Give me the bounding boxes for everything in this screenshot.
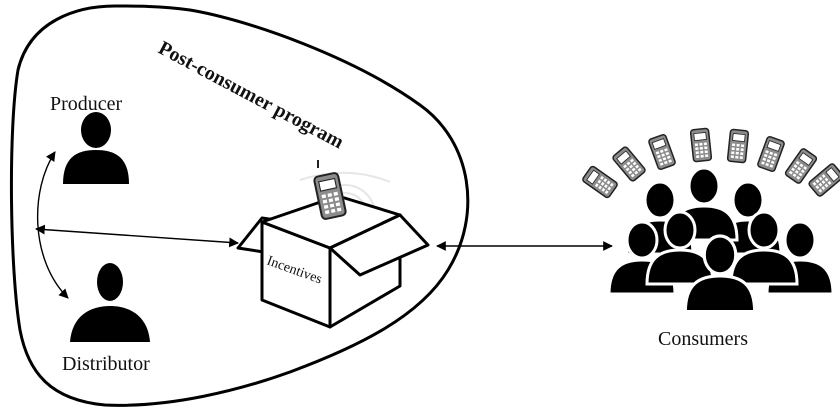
phone-icon — [807, 162, 840, 198]
producer-distributor-arrow — [36, 151, 69, 299]
consumers-label: Consumers — [658, 328, 748, 350]
distributor-person-icon — [70, 263, 150, 342]
phone-icon — [689, 127, 713, 163]
phone-icon — [756, 135, 786, 173]
producer-label: Producer — [50, 93, 123, 115]
program-boundary — [9, 4, 470, 407]
phone-icon — [611, 145, 647, 183]
incentives-box-icon — [236, 194, 430, 329]
consumers-crowd-icon — [607, 166, 835, 314]
producer-person-icon — [63, 112, 129, 184]
distributor-label: Distributor — [62, 353, 150, 375]
program-title: Post-consumer program — [155, 37, 348, 154]
phone-icon — [726, 128, 750, 164]
phone-icon — [580, 164, 620, 200]
actors-box-arrow — [35, 224, 239, 248]
phone-icon — [647, 133, 677, 171]
